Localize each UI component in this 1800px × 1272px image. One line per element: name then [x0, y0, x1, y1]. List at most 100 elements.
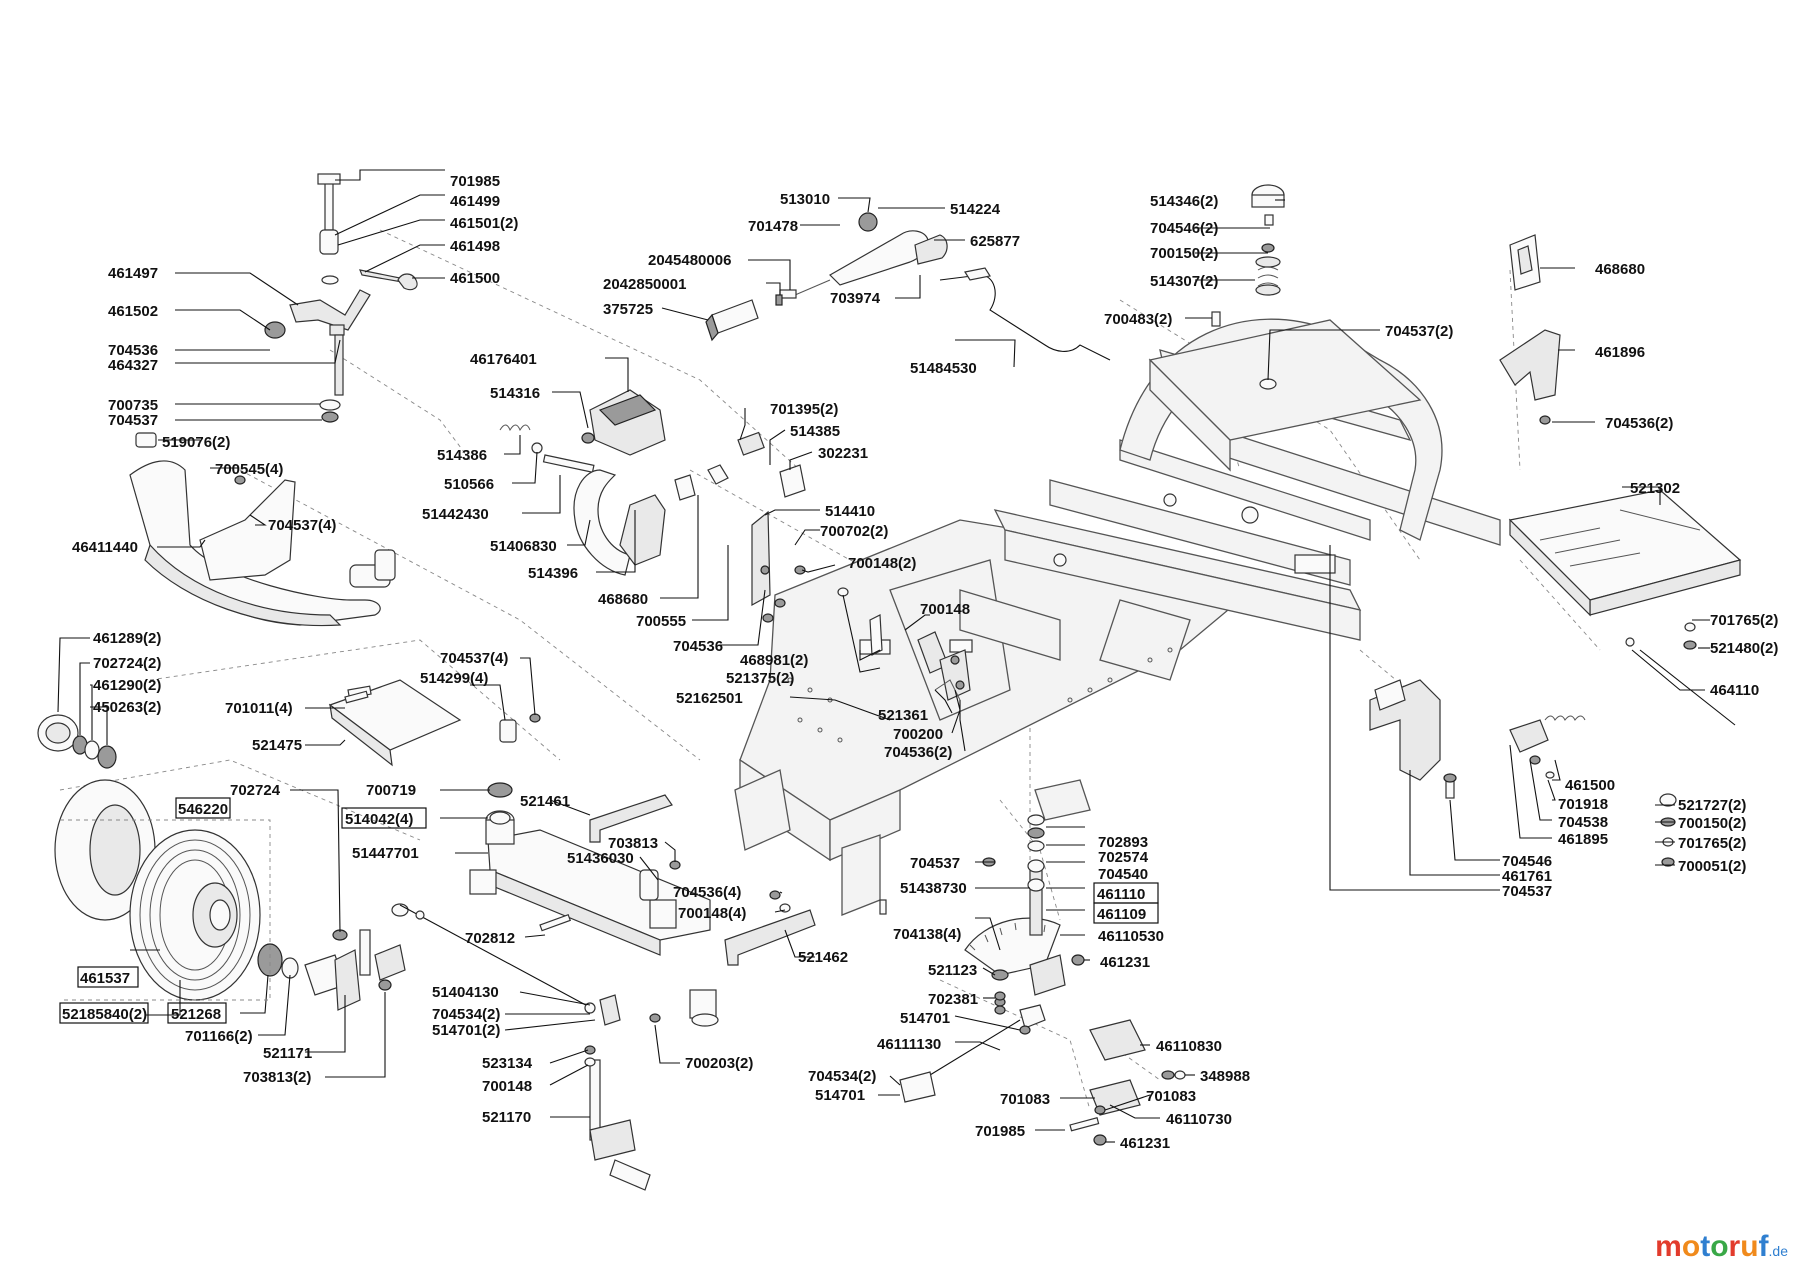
- label-700150: 700150(2): [1150, 245, 1218, 262]
- label-468981: 468981(2): [740, 652, 808, 669]
- label-521461: 521461: [520, 793, 570, 810]
- label-702812: 702812: [465, 930, 515, 947]
- label-700148-2: 700148(2): [848, 555, 916, 572]
- label-704534-2b: 704534(2): [808, 1068, 876, 1085]
- label-703813: 703813: [608, 835, 658, 852]
- label-704540: 704540: [1098, 866, 1148, 883]
- label-461109: 461109: [1097, 906, 1146, 923]
- label-700150-b: 700150(2): [1678, 815, 1746, 832]
- label-514385: 514385: [790, 423, 840, 440]
- label-510566: 510566: [444, 476, 494, 493]
- label-521170: 521170: [482, 1109, 531, 1126]
- label-461499: 461499: [450, 193, 500, 210]
- label-704536: 704536: [108, 342, 158, 359]
- label-513010: 513010: [780, 191, 830, 208]
- label-514224: 514224: [950, 201, 1001, 218]
- label-704537: 704537: [108, 412, 158, 429]
- label-464110: 464110: [1710, 682, 1759, 699]
- label-700719: 700719: [366, 782, 416, 799]
- label-461497: 461497: [108, 265, 158, 282]
- label-701011: 701011(4): [225, 700, 293, 717]
- label-51406830: 51406830: [490, 538, 557, 555]
- label-521302: 521302: [1630, 480, 1680, 497]
- label-700200: 700200: [893, 726, 943, 743]
- logo-letter: u: [1740, 1230, 1759, 1263]
- label-348988: 348988: [1200, 1068, 1250, 1085]
- label-461110: 461110: [1097, 886, 1145, 903]
- label-702381: 702381: [928, 991, 978, 1008]
- label-701985-b: 701985: [975, 1123, 1025, 1140]
- label-514346: 514346(2): [1150, 193, 1218, 210]
- label-704537-b: 704537: [1502, 883, 1552, 900]
- label-461231-a: 461231: [1100, 954, 1150, 971]
- label-704138: 704138(4): [893, 926, 961, 943]
- label-514701-a: 514701: [900, 1010, 950, 1027]
- label-514316: 514316: [490, 385, 540, 402]
- label-700203: 700203(2): [685, 1055, 753, 1072]
- label-704537-4b: 704537(4): [440, 650, 508, 667]
- logo-letter: o: [1710, 1230, 1729, 1263]
- label-521727: 521727(2): [1678, 797, 1746, 814]
- label-701985: 701985: [450, 173, 500, 190]
- label-521462: 521462: [798, 949, 848, 966]
- label-546220: 546220: [178, 801, 228, 818]
- label-461231-b: 461231: [1120, 1135, 1170, 1152]
- part-number-labels: 701985 461499 461501(2) 461498 461500 46…: [62, 173, 1778, 1152]
- label-51484530: 51484530: [910, 360, 977, 377]
- label-461290: 461290(2): [93, 677, 161, 694]
- leader-lines: [57, 169, 1710, 1143]
- label-704537-2: 704537(2): [1385, 323, 1453, 340]
- label-700148-b: 700148: [482, 1078, 532, 1095]
- label-461501: 461501(2): [450, 215, 518, 232]
- label-468680-a: 468680: [598, 591, 648, 608]
- label-702724: 702724: [230, 782, 281, 799]
- logo-wordmark: motoruf: [1655, 1230, 1768, 1263]
- label-514042: 514042(4): [345, 811, 413, 828]
- logo-letter: o: [1681, 1230, 1701, 1263]
- label-521268: 521268: [171, 1006, 221, 1023]
- label-704536-2b: 704536(2): [1605, 415, 1673, 432]
- label-521123: 521123: [928, 962, 977, 979]
- label-514386: 514386: [437, 447, 487, 464]
- label-519076: 519076(2): [162, 434, 230, 451]
- label-51442430: 51442430: [422, 506, 489, 523]
- label-52162501: 52162501: [676, 690, 743, 707]
- label-461498: 461498: [450, 238, 500, 255]
- label-704534-2: 704534(2): [432, 1006, 500, 1023]
- label-2042850001: 2042850001: [603, 276, 686, 293]
- label-701166: 701166(2): [185, 1028, 253, 1045]
- label-521375: 521375(2): [726, 670, 794, 687]
- label-700702: 700702(2): [820, 523, 888, 540]
- label-46110730: 46110730: [1166, 1111, 1232, 1128]
- label-52185840: 52185840(2): [62, 1006, 147, 1023]
- label-701395: 701395(2): [770, 401, 838, 418]
- label-702574: 702574: [1098, 849, 1149, 866]
- label-703813-2: 703813(2): [243, 1069, 311, 1086]
- label-51447701: 51447701: [352, 845, 419, 862]
- logo-letter: r: [1728, 1230, 1741, 1263]
- logo-domain: .de: [1768, 1243, 1788, 1259]
- label-461896: 461896: [1595, 344, 1645, 361]
- label-461761: 461761: [1502, 868, 1552, 885]
- label-521480: 521480(2): [1710, 640, 1778, 657]
- part-illustrations: [37, 173, 1742, 1191]
- label-521475: 521475: [252, 737, 302, 754]
- label-514701-b: 514701: [815, 1087, 865, 1104]
- tractor-chassis-frame: [734, 318, 1501, 916]
- label-700545: 700545(4): [215, 461, 283, 478]
- label-704538: 704538: [1558, 814, 1608, 831]
- label-700555: 700555: [636, 613, 686, 630]
- label-701918: 701918: [1558, 796, 1608, 813]
- label-51404130: 51404130: [432, 984, 499, 1001]
- label-704546-b: 704546: [1502, 853, 1552, 870]
- label-461502: 461502: [108, 303, 158, 320]
- label-701083-a: 701083: [1146, 1088, 1196, 1105]
- label-46110830: 46110830: [1156, 1038, 1222, 1055]
- label-2045480006: 2045480006: [648, 252, 731, 269]
- label-701765-a: 701765(2): [1710, 612, 1778, 629]
- label-703974: 703974: [830, 290, 881, 307]
- label-700148-a: 700148: [920, 601, 970, 618]
- label-701083-b: 701083: [1000, 1091, 1050, 1108]
- label-702893: 702893: [1098, 834, 1148, 851]
